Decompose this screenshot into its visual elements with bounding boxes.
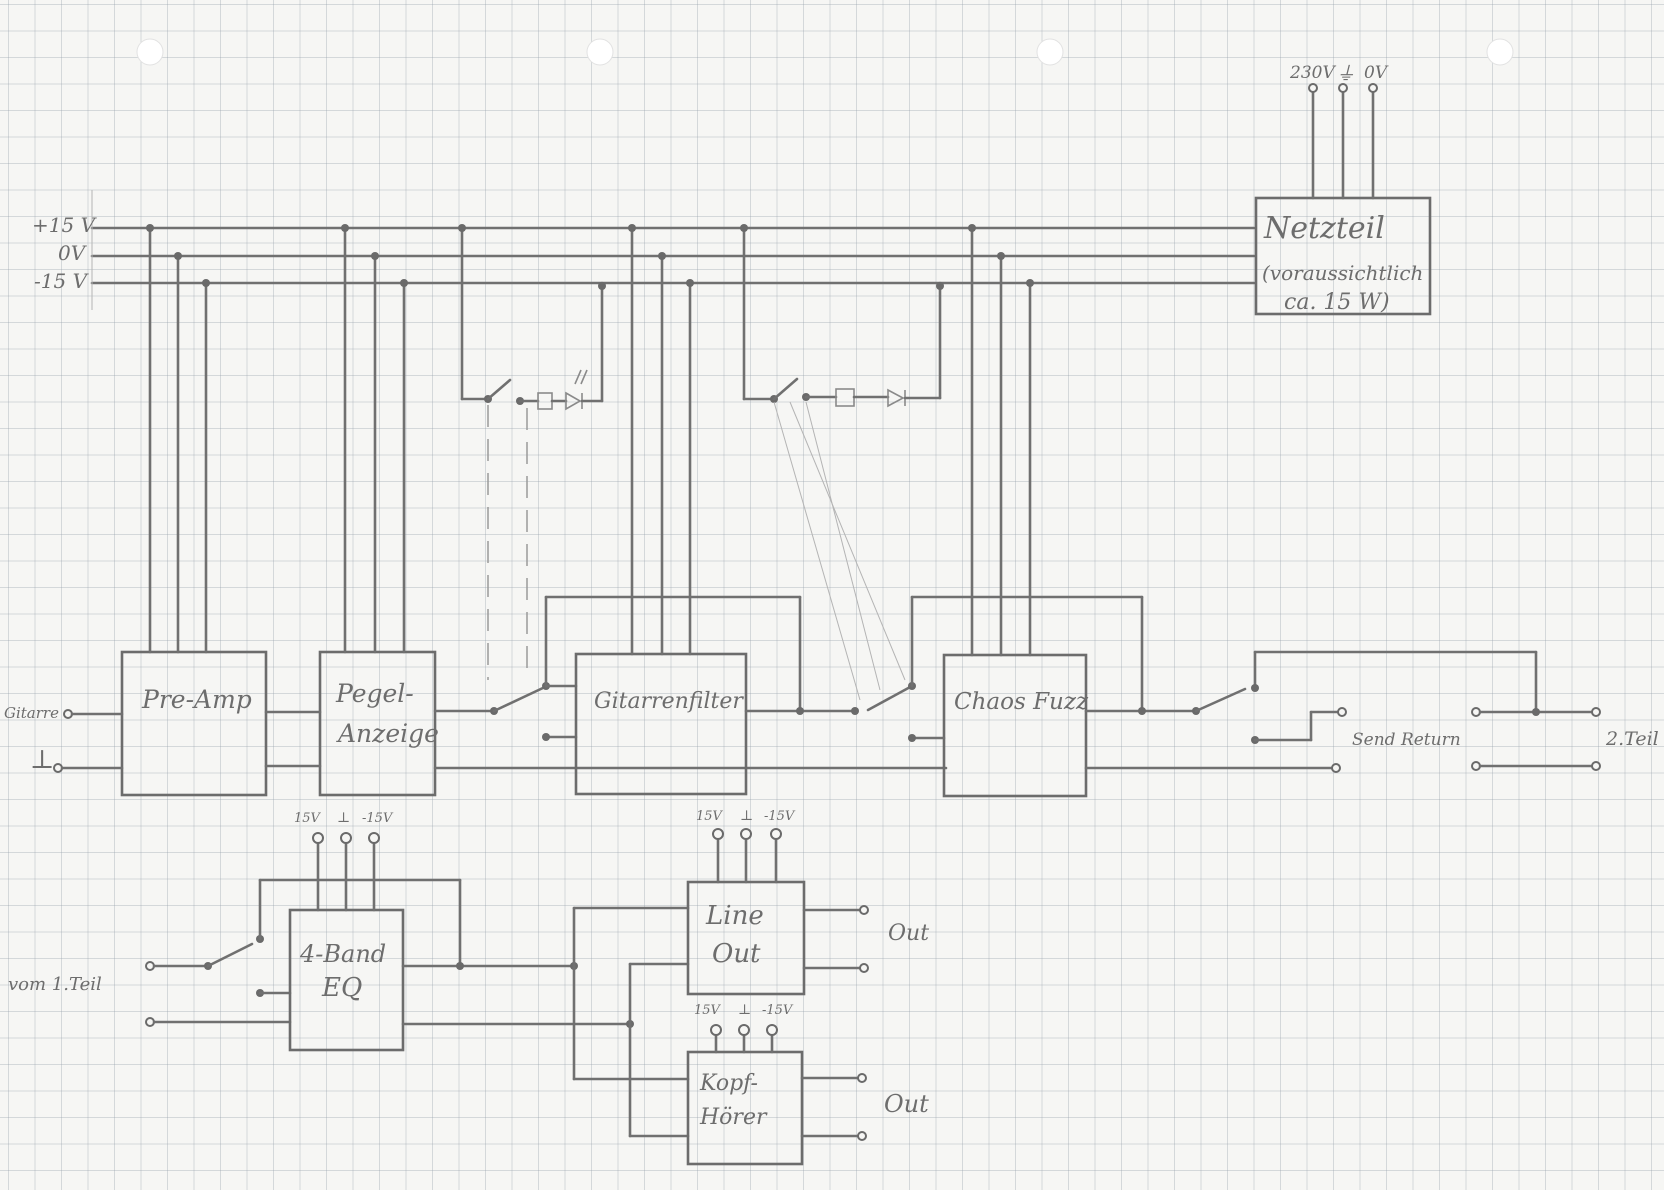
power-input-230v: 230V (1289, 63, 1336, 83)
netzteil-block: Netzteil (voraussichtlich ca. 15 W) 230V… (1254, 63, 1432, 316)
relay-bypass-2 (740, 224, 944, 701)
chaos-fuzz-block: Chaos Fuzz (908, 224, 1334, 798)
kopfhoerer-block: Kopf- Hörer 15V ⊥ -15V Out (686, 1002, 929, 1166)
eq-block: 4-Band EQ 15V ⊥ -15V (288, 810, 632, 1052)
preamp-title: Pre-Amp (141, 685, 252, 714)
preamp-block: Pre-Amp (120, 224, 268, 797)
eq-pin-plus: 15V (294, 811, 322, 826)
lineout-pin-ground: ⊥ (740, 808, 753, 824)
kopf-line2: Hörer (699, 1105, 768, 1130)
out1-label: Out (888, 921, 929, 946)
signal-chain (264, 595, 948, 770)
gitarrenfilter-title: Gitarrenfilter (594, 689, 744, 714)
power-input-ground: ⏚ (1336, 63, 1355, 85)
eq-input-section: vom 1.Teil (8, 878, 462, 1027)
rail-plus15-label: +15 V (32, 213, 98, 237)
vom1-label: vom 1.Teil (8, 974, 102, 995)
rail-minus15-label: -15 V (34, 269, 90, 293)
lineout-pin-minus: -15V (764, 809, 796, 824)
out2-label: Out (884, 1090, 929, 1118)
netzteil-title: Netzteil (1263, 211, 1385, 246)
punch-holes (136, 38, 1514, 66)
lineout-line2: Out (712, 939, 761, 969)
gitarrenfilter-block: Gitarrenfilter (574, 224, 916, 796)
netzteil-line2: (voraussichtlich (1262, 261, 1423, 285)
lineout-pin-plus: 15V (696, 809, 724, 824)
pegel-anzeige-block: Pegel- Anzeige (318, 224, 439, 797)
lineout-line1: Line (705, 901, 764, 931)
teil2-label: 2.Teil (1605, 728, 1659, 750)
send-return-section: Send Return 2.Teil (1251, 650, 1659, 773)
eq-line1: 4-Band (299, 940, 386, 968)
relay-bypass-1 (458, 224, 606, 680)
eq-pin-minus: -15V (362, 811, 394, 826)
eq-line2: EQ (321, 973, 362, 1003)
pegel-line1: Pegel- (335, 679, 414, 708)
power-rails: +15 V 0V -15 V (32, 190, 1256, 310)
netzteil-line3: ca. 15 W) (1284, 290, 1390, 315)
chaos-title: Chaos Fuzz (954, 689, 1089, 715)
send-return-label: Send Return (1352, 730, 1461, 750)
ground-label: ⊥ (30, 745, 54, 775)
kopf-pin-minus: -15V (762, 1003, 794, 1018)
kopf-line1: Kopf- (699, 1071, 758, 1096)
guitar-input: Gitarre ⊥ (4, 704, 124, 775)
eq-pin-ground: ⊥ (337, 810, 350, 826)
power-input-0v: 0V (1364, 63, 1389, 83)
kopf-pin-ground: ⊥ (738, 1002, 751, 1018)
pegel-line2: Anzeige (336, 719, 439, 748)
gitarre-label: Gitarre (4, 704, 59, 722)
output-distribution (570, 906, 690, 1138)
rail-zero-label: 0V (58, 241, 88, 265)
lineout-block: Line Out 15V ⊥ -15V Out (686, 808, 929, 996)
kopf-pin-plus: 15V (694, 1003, 722, 1018)
